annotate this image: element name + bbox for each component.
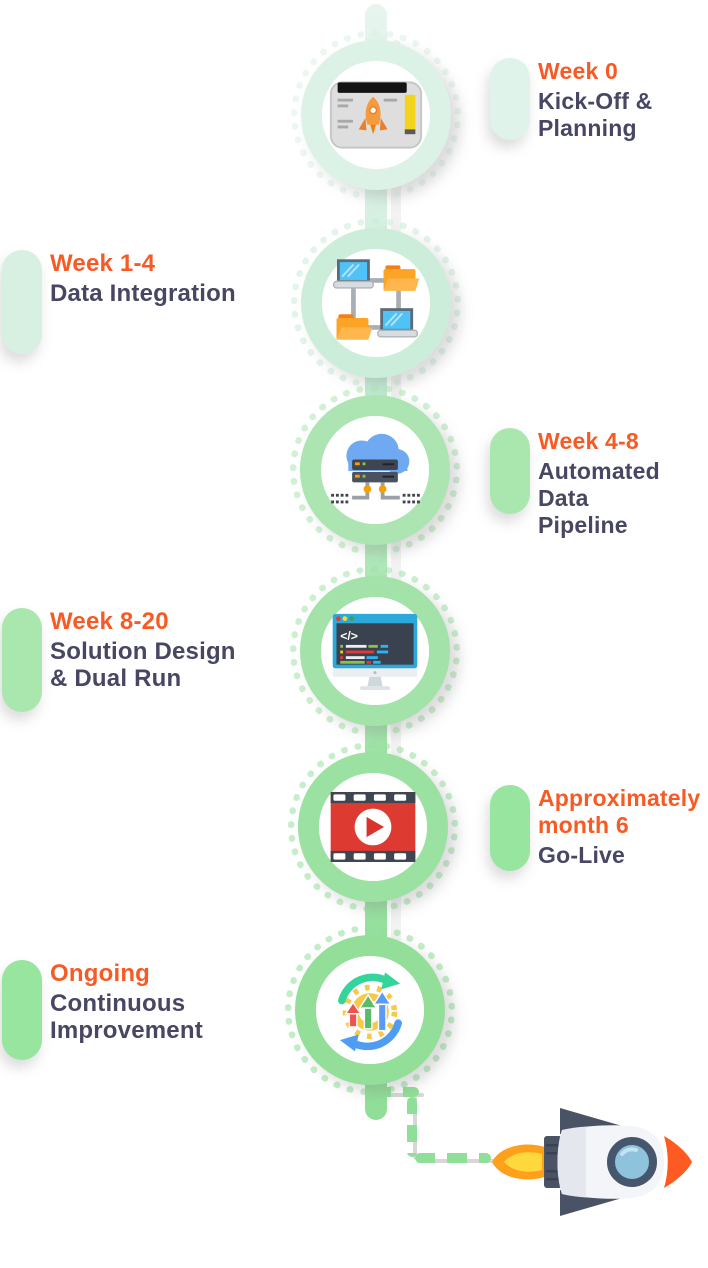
- step-subtitle: Go-Live: [538, 842, 626, 868]
- step-title: Week 0: [538, 58, 619, 84]
- timeline-node-pipeline: [290, 385, 460, 555]
- step-label-pipeline: Week 4-8 Automated Data Pipeline: [490, 428, 708, 539]
- step-title: Week 8-20: [50, 608, 169, 635]
- node-inner: [322, 249, 430, 357]
- step-subtitle: Continuous Improvement: [50, 990, 203, 1044]
- gear-teeth-ring: [285, 925, 455, 1095]
- step-pill: [2, 608, 42, 712]
- step-pill: [490, 785, 530, 871]
- step-subtitle: Solution Design & Dual Run: [50, 638, 236, 692]
- svg-text:</>: </>: [340, 629, 358, 643]
- node-inner: </>: [321, 597, 429, 705]
- step-pill: [2, 250, 42, 354]
- step-label-kickoff: Week 0 Kick-Off & Planning: [490, 58, 708, 142]
- step-pill: [490, 428, 530, 514]
- gear-teeth-ring: [291, 30, 461, 200]
- step-label-data-integration: Week 1-4 Data Integration: [2, 250, 265, 354]
- cloud-server-icon: [331, 433, 420, 504]
- step-title: Approximately month 6: [538, 785, 701, 838]
- node-inner: [321, 416, 429, 524]
- timeline-node-improvement: [285, 925, 455, 1095]
- video-player-icon: [330, 792, 416, 862]
- timeline-node-kickoff: [291, 30, 461, 200]
- gear-teeth-ring: [290, 385, 460, 555]
- trunk-shadow: [391, 40, 401, 1080]
- step-label-golive: Approximately month 6 Go-Live: [490, 785, 708, 871]
- step-title: Week 1-4: [50, 250, 156, 277]
- step-label-solution-design: Week 8-20 Solution Design & Dual Run: [2, 608, 265, 712]
- step-pill: [2, 960, 42, 1060]
- code-monitor-icon: </>: [332, 613, 418, 690]
- rocket-end-marker: [486, 1096, 700, 1233]
- step-subtitle: Data Integration: [50, 280, 236, 307]
- step-pill: [490, 58, 530, 140]
- dashed-path-segment: [407, 1097, 417, 1157]
- dashed-path-segment: [415, 1153, 491, 1163]
- node-inner: [322, 61, 430, 169]
- rocket-icon: [492, 1108, 692, 1216]
- gear-teeth-ring: [290, 566, 460, 736]
- timeline-node-solution-design: </>: [290, 566, 460, 736]
- step-title: Ongoing: [50, 960, 151, 987]
- step-subtitle: Kick-Off & Planning: [538, 88, 653, 141]
- node-inner: [316, 956, 424, 1064]
- kickoff-browser-icon: [329, 81, 423, 149]
- timeline-node-golive: [288, 742, 458, 912]
- node-inner: [319, 773, 427, 881]
- timeline-node-data-integration: [291, 218, 461, 388]
- dashed-path-segment: [371, 1087, 419, 1097]
- step-subtitle: Automated Data Pipeline: [538, 458, 660, 538]
- continuous-improvement-icon: [338, 972, 402, 1052]
- step-label-improvement: Ongoing Continuous Improvement: [2, 960, 265, 1060]
- gear-teeth-ring: [291, 218, 461, 388]
- network-devices-icon: [332, 259, 420, 340]
- step-title: Week 4-8: [538, 428, 639, 454]
- gear-teeth-ring: [288, 742, 458, 912]
